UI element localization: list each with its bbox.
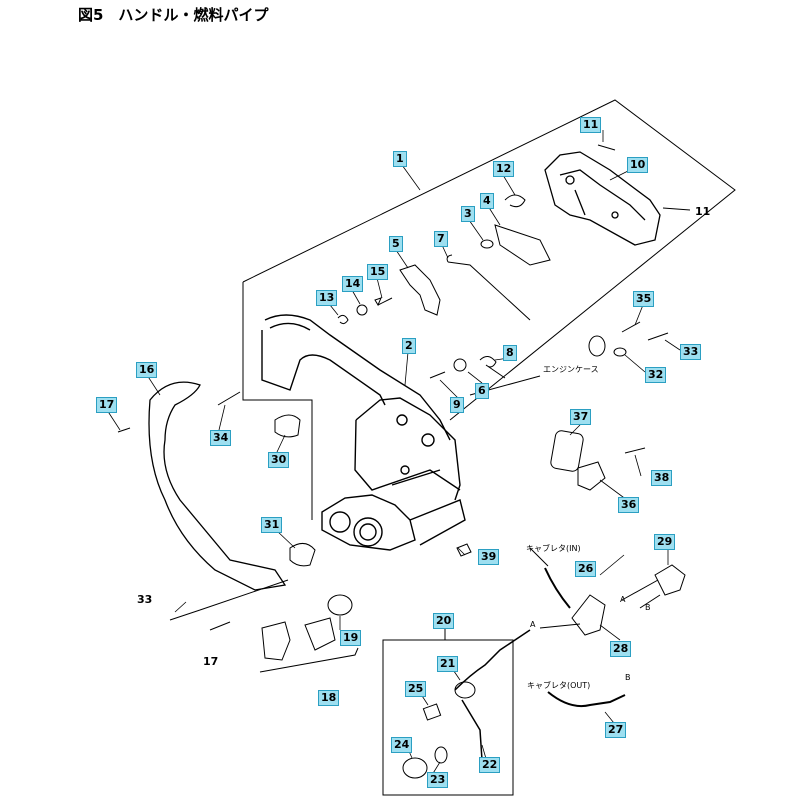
screw-15 xyxy=(374,297,393,307)
arrow-b-2: B xyxy=(625,673,631,682)
part-label-2: 2 xyxy=(402,338,416,354)
part-label-33-left: 33 xyxy=(137,593,153,606)
part-label-19: 19 xyxy=(340,630,362,646)
part-label-38: 38 xyxy=(651,470,673,486)
grommet-28 xyxy=(571,594,606,636)
damper-31 xyxy=(289,543,316,567)
part-label-7: 7 xyxy=(434,231,448,247)
carburetor-out-note: キャブレタ(OUT) xyxy=(527,681,591,690)
ring-3 xyxy=(480,239,494,249)
handle-frame xyxy=(261,314,466,551)
part-label-28: 28 xyxy=(610,641,632,657)
assembly-frame-left xyxy=(242,282,313,520)
part-label-33-right: 33 xyxy=(680,344,702,360)
bolt-17a xyxy=(117,427,131,433)
spring-8 xyxy=(479,356,506,379)
part-25 xyxy=(422,703,442,721)
part-label-3: 3 xyxy=(461,206,475,222)
trigger-5 xyxy=(399,264,441,316)
top-handle-cover xyxy=(544,151,661,246)
part-6 xyxy=(453,358,467,372)
part-label-10: 10 xyxy=(627,157,649,173)
pipe-26 xyxy=(544,567,571,609)
assembly-frame xyxy=(242,99,736,421)
damper-30 xyxy=(274,414,301,438)
primer-29 xyxy=(654,564,686,596)
rod-7 xyxy=(447,261,531,321)
pipe-27 xyxy=(547,691,626,708)
o-ring-19 xyxy=(327,594,353,616)
part-label-25: 25 xyxy=(405,681,427,697)
fuel-filter xyxy=(304,617,336,651)
fuel-pipe-22 xyxy=(461,699,483,761)
part-label-11-right: 11 xyxy=(695,205,711,218)
bolt-17b xyxy=(209,621,231,631)
part-label-1: 1 xyxy=(393,151,407,167)
screw-38 xyxy=(624,447,646,454)
engine-case-note: エンジンケース xyxy=(543,365,599,374)
part-label-12: 12 xyxy=(493,161,515,177)
arrow-b-1: B xyxy=(645,603,651,612)
washer-14 xyxy=(356,304,368,316)
part-label-8: 8 xyxy=(503,345,517,361)
part-label-5: 5 xyxy=(389,236,403,252)
part-label-6: 6 xyxy=(475,383,489,399)
bolt-35 xyxy=(621,321,641,333)
front-handlebar-16 xyxy=(148,381,287,591)
part-label-16: 16 xyxy=(136,362,158,378)
pin-9 xyxy=(429,371,446,379)
part-label-9: 9 xyxy=(450,397,464,413)
bolt-33b xyxy=(169,609,201,621)
part-label-15: 15 xyxy=(367,264,389,280)
throttle-lever-plate xyxy=(494,224,551,266)
part-label-11-top: 11 xyxy=(580,117,602,133)
part-label-17-top: 17 xyxy=(96,397,118,413)
tank-cap-18 xyxy=(261,621,291,661)
carburetor-in-note: キャブレタ(IN) xyxy=(526,544,581,553)
part-label-37: 37 xyxy=(570,409,592,425)
part-label-39: 39 xyxy=(478,549,500,565)
fuel-pipe-21 xyxy=(454,629,531,691)
spring-13 xyxy=(337,314,349,325)
part-label-32: 32 xyxy=(645,367,667,383)
part-label-23: 23 xyxy=(427,772,449,788)
figure-title: 図5 ハンドル・燃料パイプ xyxy=(78,6,269,24)
part-label-29: 29 xyxy=(654,534,676,550)
bolt-34 xyxy=(217,391,241,406)
weight-23 xyxy=(434,746,448,764)
part-label-26: 26 xyxy=(575,561,597,577)
part-label-34: 34 xyxy=(210,430,232,446)
part-label-4: 4 xyxy=(480,193,494,209)
gasket-37 xyxy=(550,430,584,472)
part-label-30: 30 xyxy=(268,452,290,468)
part-label-14: 14 xyxy=(342,276,364,292)
part-label-24: 24 xyxy=(391,737,413,753)
filter-24 xyxy=(402,757,428,779)
part-label-18: 18 xyxy=(318,690,340,706)
part-label-36: 36 xyxy=(618,497,640,513)
part-label-17-bottom: 17 xyxy=(203,655,219,668)
part-label-27: 27 xyxy=(605,722,627,738)
spring-12 xyxy=(504,194,526,208)
part-label-35: 35 xyxy=(633,291,655,307)
arrow-a-2: A xyxy=(620,595,626,604)
part-label-21: 21 xyxy=(437,656,459,672)
bolt-33 xyxy=(647,332,669,341)
washer-32 xyxy=(613,347,627,357)
part-label-20: 20 xyxy=(433,613,455,629)
damper-32 xyxy=(588,335,606,357)
bracket-36 xyxy=(577,461,606,491)
part-label-31: 31 xyxy=(261,517,283,533)
leader-lines xyxy=(106,130,681,776)
part-39-shape xyxy=(456,543,472,557)
part-label-22: 22 xyxy=(479,757,501,773)
part-label-13: 13 xyxy=(316,290,338,306)
sub-assembly-box-20 xyxy=(382,639,514,796)
arrow-a-1: A xyxy=(530,620,536,629)
